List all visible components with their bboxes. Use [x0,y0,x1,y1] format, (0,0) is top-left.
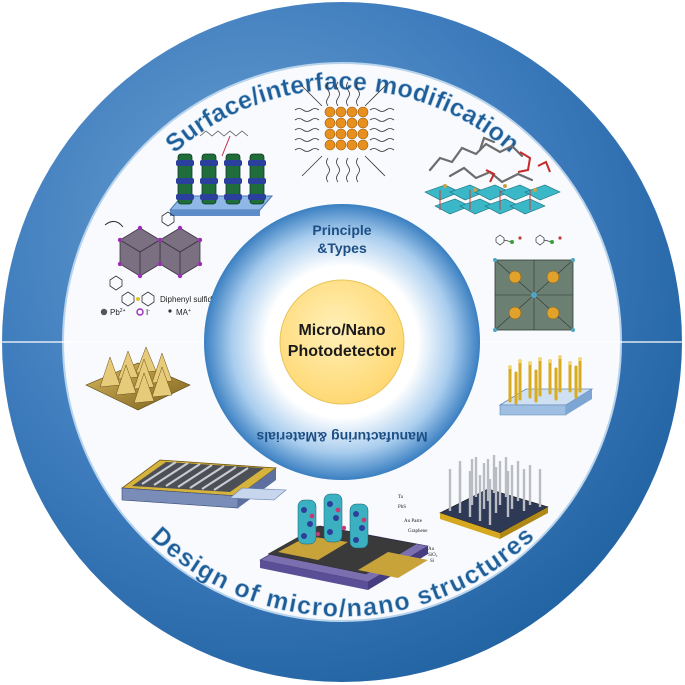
perovskite-cage-icon [493,234,575,332]
nanowire-array-icon [498,355,594,416]
grating-device-icon [120,459,287,509]
nanorod-forest-icon [439,455,549,539]
legend-row: Pb2+ I- MA+ [100,308,191,317]
center-line1: Micro/Nano [298,322,385,339]
molecule-surface-icon [424,136,561,215]
ligand-nanocrystal-icon [294,81,395,183]
svg-text:PbS: PbS [398,505,406,510]
middle-ring-bottom-text: Manufacturing &Materials [256,429,427,445]
pyramid-array-icon [85,346,191,411]
perovskite-octahedra-icon: Diphenyl sulfide Pb2+ I- MA+ [100,211,217,317]
svg-text:Si: Si [430,559,435,564]
quantum-dot-graphene-icon: Ta PbS Au Paste Graphene Au SiO₂ Si [259,493,438,590]
center-disc [279,279,405,405]
svg-text:Pb2+: Pb2+ [110,308,126,317]
svg-text:I-: I- [146,308,150,317]
svg-text:SiO₂: SiO₂ [428,553,438,558]
middle-ring-top-line1: Principle [312,222,371,238]
svg-text:Graphene: Graphene [408,529,428,534]
center-line2: Photodetector [288,343,396,360]
svg-text:Au Paste: Au Paste [404,519,423,524]
layer-labels: Ta PbS Au Paste Graphene Au SiO₂ Si [398,495,438,564]
pillar-array-icon [168,130,274,216]
diphenyl-sulfide-label: Diphenyl sulfide [160,295,217,304]
svg-text:Au: Au [428,547,435,552]
svg-text:Ta: Ta [398,495,404,500]
middle-ring-top-line2: &Types [317,240,367,256]
svg-text:MA+: MA+ [176,308,191,317]
